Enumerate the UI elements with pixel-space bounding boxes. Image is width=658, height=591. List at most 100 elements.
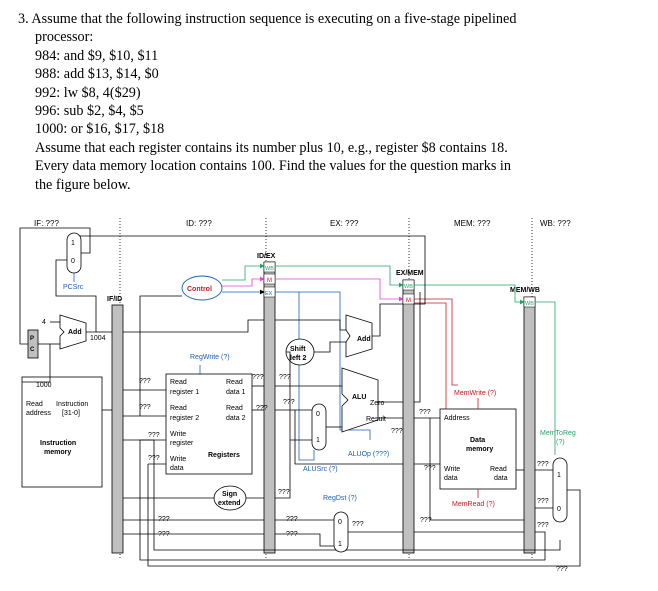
reg-rd1a: Read [226, 379, 243, 386]
pc-source-mux [66, 232, 82, 274]
q-wb-alu-result: ??? [537, 498, 549, 505]
sign-label: Sign [222, 491, 237, 498]
q-ifid-rd: ??? [158, 531, 170, 538]
pc-mux-0: 0 [71, 258, 75, 265]
dmem-rd2: data [494, 475, 508, 482]
q-mem-write-data: ??? [424, 465, 436, 472]
q-ifid-rs: ??? [139, 378, 151, 385]
imem-name-2: memory [44, 449, 71, 456]
pc-letter-c: C [30, 347, 35, 353]
alusrc-label: ALUSrc (?) [303, 466, 338, 473]
control-unit [181, 275, 223, 301]
pcsrc-label: PCSrc [63, 284, 84, 291]
q-ex-imm: ??? [278, 489, 290, 496]
dmem-rd1: Read [490, 466, 507, 473]
if-wires [19, 227, 112, 411]
imem-instruction-label: Instruction [56, 401, 88, 408]
alu-label: ALU [352, 394, 366, 401]
q-mem-dest-reg: ??? [420, 517, 432, 524]
aluop-label: ALUOp (???) [348, 451, 389, 458]
q-mem-address: ??? [419, 409, 431, 416]
left2-label: left 2 [290, 355, 306, 362]
instruction-4: 1000: or $16, $17, $18 [35, 121, 165, 138]
ifid-register [111, 304, 124, 554]
regdst-label: RegDst (?) [323, 495, 357, 502]
regwrite-label: RegWrite (?) [190, 354, 230, 361]
pc-letter-p: P [30, 336, 34, 342]
reg-rr1b: register 1 [170, 389, 199, 396]
pc-mux-1: 1 [71, 240, 75, 247]
branch-adder-label: Add [357, 336, 371, 343]
idex-wb-text: WB [265, 266, 274, 272]
reg-wd2: data [170, 465, 184, 472]
memwb-register [523, 296, 536, 554]
shift-label: Shift [290, 346, 306, 353]
instruction-1: 988: add $13, $14, $0 [35, 66, 159, 83]
idex-ex-text: EX [265, 291, 273, 297]
reg-rr1a: Read [170, 379, 187, 386]
q-wb-write-value: ??? [556, 566, 568, 573]
four-label: 4 [42, 319, 46, 326]
alu-zero-label: Zero [370, 400, 385, 407]
q-wb-read-data: ??? [537, 461, 549, 468]
reg-wr2: register [170, 440, 194, 447]
dmem-name-1: Data [470, 437, 485, 444]
alu [341, 367, 379, 433]
stage-mem-label: MEM: ??? [454, 219, 491, 228]
id-wires [123, 295, 561, 551]
memwrite-label: MemWrite (?) [454, 390, 496, 397]
imem-read-label: Read [26, 401, 43, 408]
assume-line-2: Every data memory location contains 100.… [35, 158, 511, 175]
exmem-wb-text: WB [404, 284, 413, 290]
dmem-wd2: data [444, 475, 458, 482]
q-ex-reg2: ??? [283, 399, 295, 406]
q-wb-dest-reg: ??? [537, 522, 549, 529]
q-ifid-rt: ??? [139, 404, 151, 411]
dmem-wd1: Write [444, 466, 460, 473]
q-write-data: ??? [148, 455, 160, 462]
question-text: 3. Assume that the following instruction… [18, 10, 648, 194]
exmem-m-text: M [406, 298, 411, 304]
instruction-3: 996: sub $2, $4, $5 [35, 103, 144, 120]
question-line-2: processor: [35, 29, 94, 46]
memtoreg-mux-0: 0 [557, 506, 561, 513]
q-ex-rd: ??? [286, 531, 298, 538]
extend-label: extend [218, 500, 241, 507]
wb-wires [139, 439, 581, 567]
register-file [165, 373, 253, 475]
instruction-memory [21, 376, 103, 488]
mem-wires [80, 235, 524, 533]
q-ex-rt: ??? [286, 516, 298, 523]
instruction-0: 984: and $9, $10, $11 [35, 47, 159, 64]
ifid-label: IF/ID [107, 296, 122, 303]
stage-ex-label: EX: ??? [330, 219, 359, 228]
imem-name-1: Instruction [40, 440, 76, 447]
q-regdst-out: ??? [352, 521, 364, 528]
ex-wires [275, 303, 403, 547]
q-ifid-rt2: ??? [158, 516, 170, 523]
reg-rd2a: Read [226, 405, 243, 412]
exmem-label: EX/MEM [396, 270, 424, 277]
q-ex-reg1: ??? [279, 374, 291, 381]
memtoreg-mux-1: 1 [557, 472, 561, 479]
alusrc-mux-0: 0 [316, 411, 320, 418]
reg-wr1: Write [170, 431, 186, 438]
pc-next-value: 1004 [90, 335, 106, 342]
reg-rd2b: data 2 [226, 415, 246, 422]
memtoreg-label-2: (?) [556, 439, 565, 446]
alu-result-label: Result [366, 416, 386, 423]
pc-register [27, 329, 39, 359]
registers-name: Registers [208, 452, 240, 459]
reg-wd1: Write [170, 456, 186, 463]
instruction-2: 992: lw $8, 4($29) [35, 84, 141, 101]
reg-rd1b: data 1 [226, 389, 246, 396]
regdst-mux-0: 0 [338, 519, 342, 526]
data-memory [439, 408, 517, 490]
regdst-mux-1: 1 [338, 541, 342, 548]
question-line-1: 3. Assume that the following instruction… [18, 11, 517, 27]
idex-m-text: M [267, 278, 272, 284]
stage-wb-label: WB: ??? [540, 219, 571, 228]
q-read-data-2: ??? [256, 405, 268, 412]
memwb-label: MEM/WB [510, 287, 540, 294]
